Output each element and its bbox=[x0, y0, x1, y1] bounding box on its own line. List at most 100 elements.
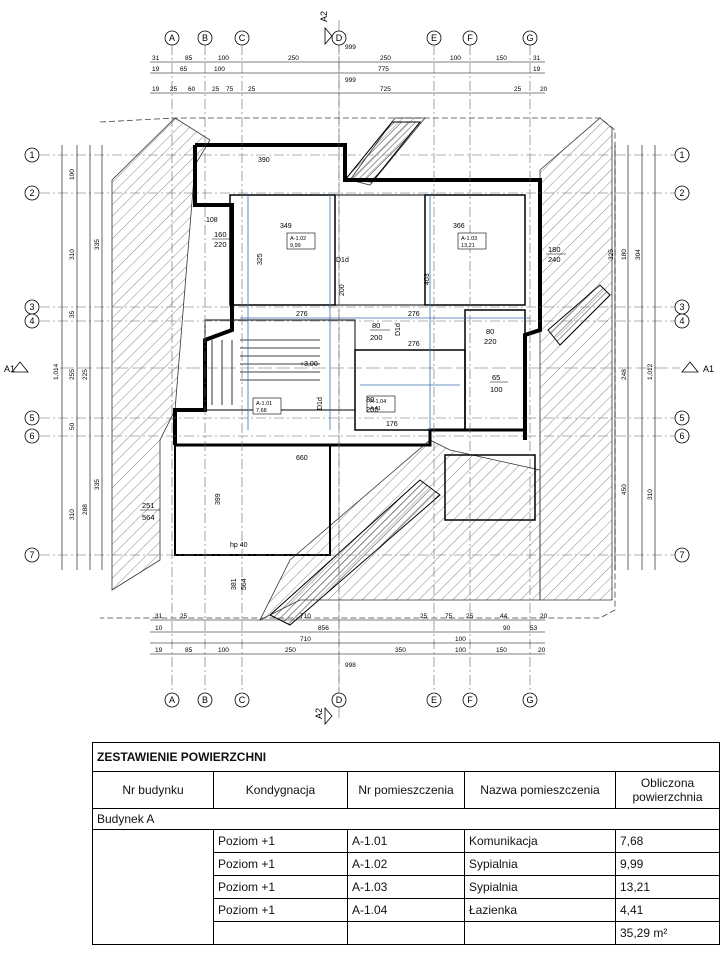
grid-label-f-bottom: F bbox=[467, 695, 473, 705]
section-a2-top: A2 bbox=[319, 11, 329, 22]
dim-bot-r1-4: 75 bbox=[445, 613, 453, 620]
grid-label-d-bottom: D bbox=[336, 695, 343, 705]
grid-label-g-bottom: G bbox=[526, 695, 533, 705]
grid-label-3-right: 3 bbox=[679, 302, 684, 312]
dim-left-8: 335 bbox=[94, 239, 101, 250]
grid-label-c-top: C bbox=[239, 33, 246, 43]
dim-top-r3-7: 25 bbox=[514, 86, 522, 93]
dim-top-r3-5: 25 bbox=[248, 86, 256, 93]
dimension-texts-sides: 1,014 100 310 35 255 50 310 225 288 335 … bbox=[53, 169, 654, 520]
dim-left-4: 50 bbox=[69, 422, 76, 430]
opening-h5: 220 bbox=[484, 337, 497, 346]
dim-top-r2-0: 19 bbox=[152, 66, 160, 73]
col-room-no: Nr pomieszczenia bbox=[347, 771, 465, 809]
dim-top-r2-4: 19 bbox=[533, 66, 541, 73]
grid-label-b-bottom: B bbox=[202, 695, 208, 705]
opening-w2: 80 bbox=[372, 321, 380, 330]
inner-dim-349: 349 bbox=[280, 223, 292, 230]
inner-dim-176: 176 bbox=[386, 421, 398, 428]
row-room: A-1.02 bbox=[347, 852, 465, 876]
dim-bot-r1-1: 25 bbox=[180, 613, 188, 620]
inner-dim-366: 366 bbox=[453, 223, 465, 230]
opening-w6: 251 bbox=[142, 501, 155, 510]
row-level: Poziom +1 bbox=[213, 829, 348, 853]
inner-dim-276c: 276 bbox=[408, 341, 420, 348]
grid-label-f-top: F bbox=[467, 33, 473, 43]
room-tag-a103-id: A-1.03 bbox=[461, 236, 477, 242]
grid-label-1-left: 1 bbox=[29, 150, 34, 160]
dim-left-total: 1,014 bbox=[53, 363, 60, 380]
dim-bot-r2-3: 53 bbox=[530, 625, 538, 632]
insulation-strips bbox=[269, 121, 611, 626]
grid-bubbles-bottom: A B C D E F G bbox=[164, 692, 538, 708]
total-spacer-2 bbox=[347, 921, 465, 945]
grid-label-7-right: 7 bbox=[679, 550, 684, 560]
grid-bubbles-top: A B C D E F G bbox=[164, 30, 538, 46]
table-row: Poziom +1 A-1.02 Sypialnia 9,99 bbox=[93, 852, 720, 876]
grid-label-2-left: 2 bbox=[29, 188, 34, 198]
dim-top-r1-1: 85 bbox=[185, 55, 193, 62]
dim-right-2: 304 bbox=[635, 249, 642, 260]
dim-top-r3-0: 19 bbox=[152, 86, 160, 93]
dim-bot-r3-6: 150 bbox=[496, 647, 507, 654]
grid-label-a-bottom: A bbox=[169, 695, 175, 705]
dim-right-4: 450 bbox=[621, 484, 628, 495]
dim-top-total-a: 999 bbox=[345, 44, 356, 51]
room-tag-a104-area: 4,41 bbox=[370, 406, 381, 412]
structural-lines bbox=[240, 195, 530, 430]
dim-bot-r3-2: 100 bbox=[218, 647, 229, 654]
dim-bot-r2-0: 10 bbox=[155, 625, 163, 632]
table-row: Poziom +1 A-1.03 Sypialnia 13,21 bbox=[93, 875, 720, 899]
grid-label-6-right: 6 bbox=[679, 431, 684, 441]
inner-dim-399: 399 bbox=[215, 493, 222, 505]
dim-bot-r3-0: 19 bbox=[155, 647, 163, 654]
dim-right-5: 310 bbox=[647, 489, 654, 500]
dim-top-r1-0: 31 bbox=[152, 55, 160, 62]
dim-left-3: 255 bbox=[69, 369, 76, 380]
row-room: A-1.04 bbox=[347, 898, 465, 922]
inner-dim-108: 108 bbox=[206, 217, 218, 224]
room-tag-a101-area: 7,68 bbox=[256, 408, 267, 414]
inner-dim-276a: 276 bbox=[296, 311, 308, 318]
grid-label-7-left: 7 bbox=[29, 550, 34, 560]
dim-bot-r1-7: 20 bbox=[540, 613, 548, 620]
dim-left-0: 100 bbox=[69, 169, 76, 180]
section-a1-right: A1 bbox=[703, 364, 714, 374]
grid-label-4-left: 4 bbox=[29, 316, 34, 326]
inner-dimensions: 390 349 366 108 276 276 276 403 176 660 … bbox=[206, 157, 465, 590]
opening-w1: 180 bbox=[548, 245, 561, 254]
dim-bot-r3-3: 250 bbox=[285, 647, 296, 654]
col-area: Obliczona powierzchnia bbox=[615, 771, 720, 809]
inner-dim-390: 390 bbox=[258, 157, 270, 164]
grid-label-d-top: D bbox=[336, 33, 343, 43]
dim-top-r3-6: 725 bbox=[380, 86, 391, 93]
opening-h3: 200 bbox=[366, 405, 379, 414]
section-marks: A1 A1 A2 A2 bbox=[4, 11, 714, 725]
dimension-texts-top: 999 999 31 85 100 250 250 100 150 31 19 … bbox=[152, 44, 548, 93]
dim-right-3: 248 bbox=[621, 369, 628, 380]
dim-top-r1-2: 100 bbox=[218, 55, 229, 62]
row-level: Poziom +1 bbox=[213, 852, 348, 876]
dim-bot-r3-7: 20 bbox=[538, 647, 546, 654]
row-area: 4,41 bbox=[615, 898, 720, 922]
door-tag-3: D1d bbox=[317, 397, 324, 410]
dim-left-6: 225 bbox=[82, 369, 89, 380]
dim-bot-r2-2: 90 bbox=[503, 625, 511, 632]
grid-label-4-right: 4 bbox=[679, 316, 684, 326]
inner-dim-325: 325 bbox=[257, 253, 264, 265]
dimension-texts-bottom: 31 25 710 25 75 25 44 20 10 856 90 53 71… bbox=[155, 613, 548, 669]
opening-w3: 80 bbox=[366, 395, 374, 404]
dim-right-0: 325 bbox=[608, 249, 615, 260]
dim-left-1: 310 bbox=[69, 249, 76, 260]
dim-left-2: 35 bbox=[69, 310, 76, 318]
section-a1-left: A1 bbox=[4, 364, 15, 374]
row-name: Sypialnia bbox=[464, 852, 616, 876]
table-title: ZESTAWIENIE POWIERZCHNI bbox=[92, 742, 720, 772]
grid-label-e-bottom: E bbox=[431, 695, 437, 705]
opening-w0: 160 bbox=[214, 230, 227, 239]
grid-label-3-left: 3 bbox=[29, 302, 34, 312]
dim-right-total: 1,012 bbox=[647, 363, 654, 380]
opening-w5: 80 bbox=[486, 327, 494, 336]
dim-bot-r1-3: 25 bbox=[420, 613, 428, 620]
dim-top-r1-5: 100 bbox=[450, 55, 461, 62]
